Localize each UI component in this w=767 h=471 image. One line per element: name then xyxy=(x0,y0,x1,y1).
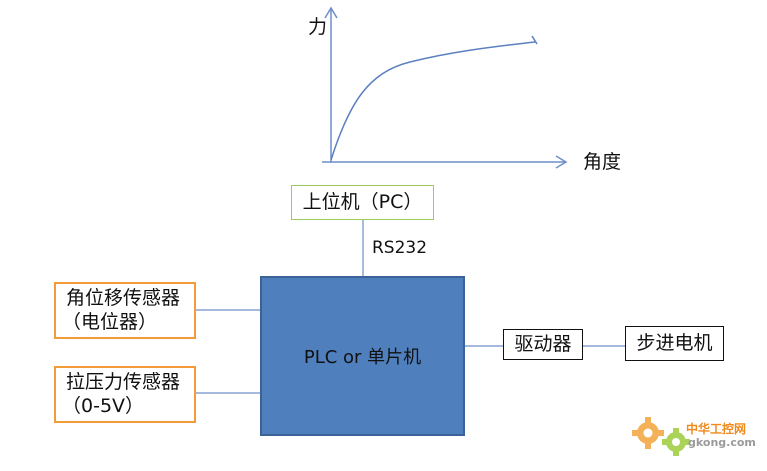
driver-box: 驱动器 xyxy=(503,329,583,360)
rs232-label: RS232 xyxy=(372,238,428,258)
motor-label: 步进电机 xyxy=(636,331,713,354)
plc-label: PLC or 单片机 xyxy=(303,347,422,368)
angle-sensor-line2: （电位器） xyxy=(62,310,158,333)
plc-box: PLC or 单片机 xyxy=(260,276,465,436)
motor-box: 步进电机 xyxy=(625,326,724,361)
gear-icon xyxy=(632,417,690,456)
pc-label: 上位机（PC） xyxy=(302,190,423,213)
tension-sensor-line2: （0-5V） xyxy=(62,394,145,417)
curve-end-mark xyxy=(531,35,538,45)
driver-label: 驱动器 xyxy=(514,332,572,355)
force-angle-curve xyxy=(330,41,536,161)
angle-sensor-box: 角位移传感器 （电位器） xyxy=(54,282,196,339)
tension-sensor-line1: 拉压力传感器 xyxy=(66,370,181,393)
y-axis-label: 力 xyxy=(308,16,328,38)
pc-box: 上位机（PC） xyxy=(291,185,434,220)
x-axis-arrow xyxy=(555,155,568,169)
watermark-url: gkong.com xyxy=(688,436,756,449)
x-axis-label: 角度 xyxy=(583,151,622,173)
y-axis-arrow xyxy=(324,6,338,19)
watermark-name: 中华工控网 xyxy=(686,422,747,436)
angle-sensor-line1: 角位移传感器 xyxy=(66,286,181,309)
tension-sensor-box: 拉压力传感器 （0-5V） xyxy=(54,366,196,423)
